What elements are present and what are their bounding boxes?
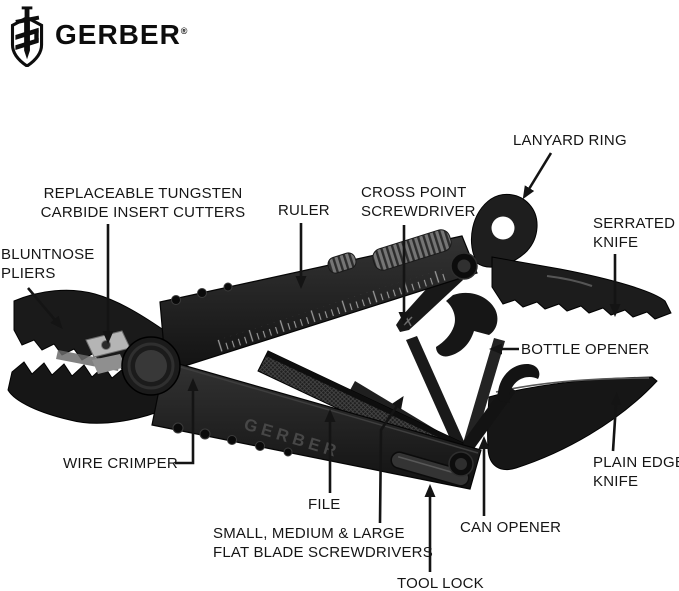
label-line: WIRE CRIMPER [63,455,178,472]
label-lanyard-ring: LANYARD RING [513,131,627,150]
plain-edge-knife-arrow [610,392,622,452]
label-replaceable-cutters: REPLACEABLE TUNGSTEN CARBIDE INSERT CUTT… [38,184,248,222]
serrated-knife-nail-nick [546,275,593,287]
handle-screw [227,435,237,445]
label-line: RULER [278,202,330,219]
plain-edge-knife-bevel [495,377,650,393]
label-line: LANYARD RING [513,132,627,149]
handle-screw [172,422,184,434]
handle-screw [199,428,211,440]
pliers-pivot [121,336,181,396]
label-line: SERRATED [593,215,676,232]
gerber-shield-sword-icon [10,6,44,67]
label-plain-edge-knife: PLAIN EDGE KNIFE [593,453,679,491]
label-line: KNIFE [593,234,639,251]
cutter-screw [101,340,111,350]
label-cross-point-screwdriver: CROSS POINT SCREWDRIVER [361,183,476,221]
label-can-opener: CAN OPENER [460,518,561,537]
registered-trademark: ® [180,26,188,36]
handle-screw [255,441,265,451]
wire-crimper-arrow [175,378,199,465]
upper-handle [159,229,478,373]
upper-fan-tools [396,193,672,357]
lanyard-ring-tool [471,193,538,268]
lanyard-ring-arrow [522,152,553,200]
label-line: FILE [308,496,341,513]
flat-screwdriver-small [461,338,505,453]
ruler-markings [216,267,449,352]
label-line: FLAT BLADE SCREWDRIVERS [213,544,433,561]
label-wire-crimper: WIRE CRIMPER [63,454,178,473]
brand-wordmark-text: GERBER [55,19,181,50]
label-line: CROSS POINT [361,184,467,201]
label-bluntnose-pliers: BLUNTNOSE PLIERS [1,245,95,283]
label-line: SCREWDRIVER [361,203,476,220]
label-tool-lock: TOOL LOCK [397,574,484,591]
handle-end-bolt-center [457,259,471,273]
flat-screwdriver-medium [406,336,467,452]
spring-coil-small [327,252,357,274]
brand-wordmark: GERBER® [55,21,187,49]
serrated-knife-blade [491,256,672,320]
leader-arrows [27,152,622,572]
handle-screw [197,288,207,298]
brand-logo: GERBER® [8,5,187,67]
spring-coil [372,229,452,271]
lower-jaw [7,361,175,424]
label-line: BOTTLE OPENER [521,341,650,358]
lower-end-bolt-center [455,458,467,470]
label-ruler: RULER [278,201,330,220]
handle-screw [283,447,293,457]
label-line: CARBIDE INSERT CUTTERS [40,204,246,221]
label-line: SMALL, MEDIUM & LARGE [213,525,405,542]
label-bottle-opener: BOTTLE OPENER [521,340,649,359]
label-flat-blade-screwdrivers: SMALL, MEDIUM & LARGE FLAT BLADE SCREWDR… [213,524,433,562]
label-line: PLAIN EDGE [593,454,679,471]
handle-screw [223,282,233,292]
label-file: FILE [308,495,340,514]
label-serrated-knife: SERRATED KNIFE [593,214,675,252]
can-opener-tool [457,364,540,457]
carbide-cutter-insert-lower [92,354,126,374]
label-line: PLIERS [1,265,56,282]
bottle-opener-tool [436,292,498,357]
label-line: REPLACEABLE TUNGSTEN [43,185,243,202]
label-line: CAN OPENER [460,519,562,536]
flat-screwdrivers-arrow [378,396,404,524]
bluntnose-pliers-arrow [27,287,63,330]
label-line: BLUNTNOSE [1,246,95,263]
handle-screw [171,295,181,305]
label-line: TOOL LOCK [397,575,484,591]
label-line: KNIFE [593,473,639,490]
